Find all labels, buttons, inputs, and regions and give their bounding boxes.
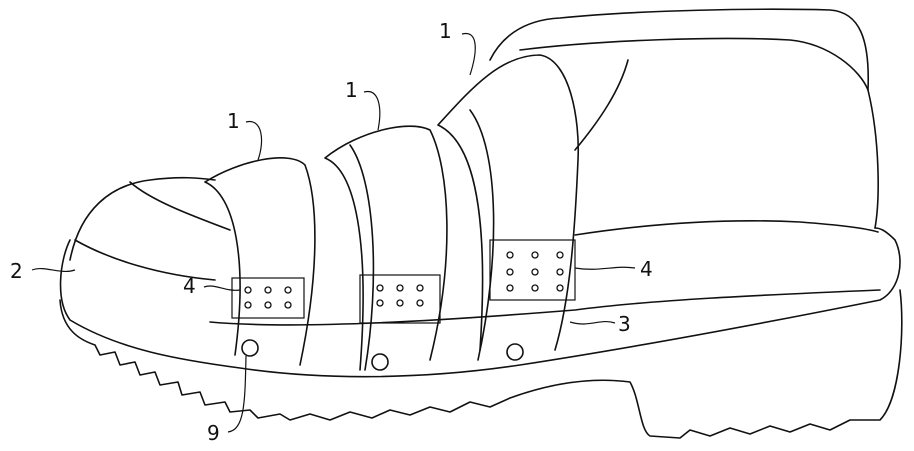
leader-1-top [462,33,475,75]
label-band: 3 [618,312,631,336]
label-toe-cap: 2 [10,259,23,283]
leader-4-rear [575,267,635,269]
shoe-collar [490,9,868,90]
button-rear [507,344,523,360]
tongue-edge [575,60,628,150]
label-button: 9 [207,421,220,445]
collar-inner [520,38,868,90]
leader-2 [32,269,75,272]
button-front [242,340,258,356]
sole-tread [60,290,902,438]
label-strap-front: 1 [227,109,240,133]
strap-top [438,55,578,350]
strap-front [205,158,315,365]
heel-back [868,90,878,228]
leader-4-front [204,286,240,290]
label-strap-top: 1 [439,19,452,43]
label-strap-middle: 1 [345,78,358,102]
label-vent-panel-rear: 4 [640,257,653,281]
leader-3 [570,322,615,324]
sole-top [61,228,900,377]
leader-1-front [246,122,262,160]
upper-bottom-line [575,221,878,235]
button-middle [372,354,388,370]
leader-1-middle [364,92,380,130]
label-vent-panel-front: 4 [183,274,196,298]
strap-middle [325,126,447,370]
toe-cap [70,178,215,260]
vent-panel-front [232,278,304,318]
